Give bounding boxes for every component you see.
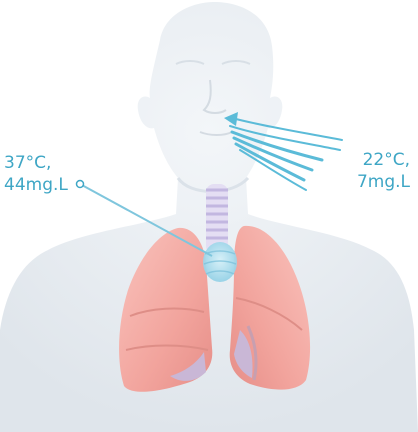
alveolar-air-label: 37°C, 44mg.L xyxy=(4,152,68,196)
inhaled-air-label: 22°C, 7mg.L xyxy=(318,149,410,193)
inhaled-humidity: 7mg.L xyxy=(318,171,410,193)
alveolar-temperature: 37°C, xyxy=(4,152,68,174)
inhaled-temperature: 22°C, xyxy=(318,149,410,171)
alveolar-humidity: 44mg.L xyxy=(4,174,68,196)
